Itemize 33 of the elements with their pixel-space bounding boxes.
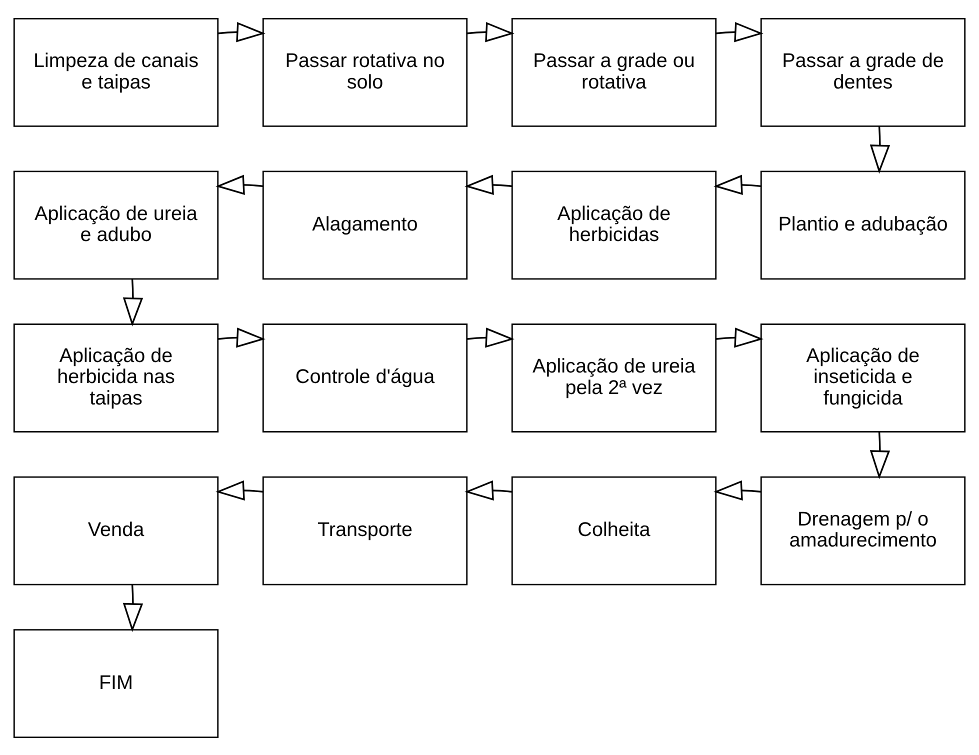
node-box: Aplicação de herbicidas [511,170,717,280]
node-box: Transporte [262,476,468,585]
node-box: FIM [13,628,219,738]
node-box: Controle d'água [262,323,468,432]
node-box: Limpeza de canais e taipas [13,17,219,126]
arrow [464,174,512,194]
arrow [714,480,761,500]
node-box: Venda [13,476,219,585]
arrow [870,431,890,479]
node-box: Colheita [511,476,717,585]
node-box: Passar a grade de dentes [760,17,966,126]
arrow [122,584,144,632]
arrow [714,174,761,194]
arrow [218,327,266,348]
node-box: Passar a grade ou rotativa [511,17,717,126]
arrow [218,22,266,42]
arrow [467,327,514,348]
node-box: Aplicação de ureia e adubo [13,170,219,280]
arrow [216,480,263,500]
node-box: Alagamento [262,170,468,280]
node-box: Aplicação de herbicida nas taipas [13,323,219,432]
arrow [216,174,263,194]
arrow [464,480,512,500]
arrow [122,278,144,326]
arrow [716,327,764,348]
arrow [716,22,764,42]
arrow [467,22,514,42]
node-box: Passar rotativa no solo [262,17,468,126]
arrow [870,126,890,174]
node-box: Aplicação de inseticida e fungicida [760,323,966,432]
node-box: Drenagem p/ o amadurecimento [760,476,966,585]
node-box: Aplicação de ureia pela 2ª vez [511,323,717,432]
node-box: Plantio e adubação [760,170,966,280]
